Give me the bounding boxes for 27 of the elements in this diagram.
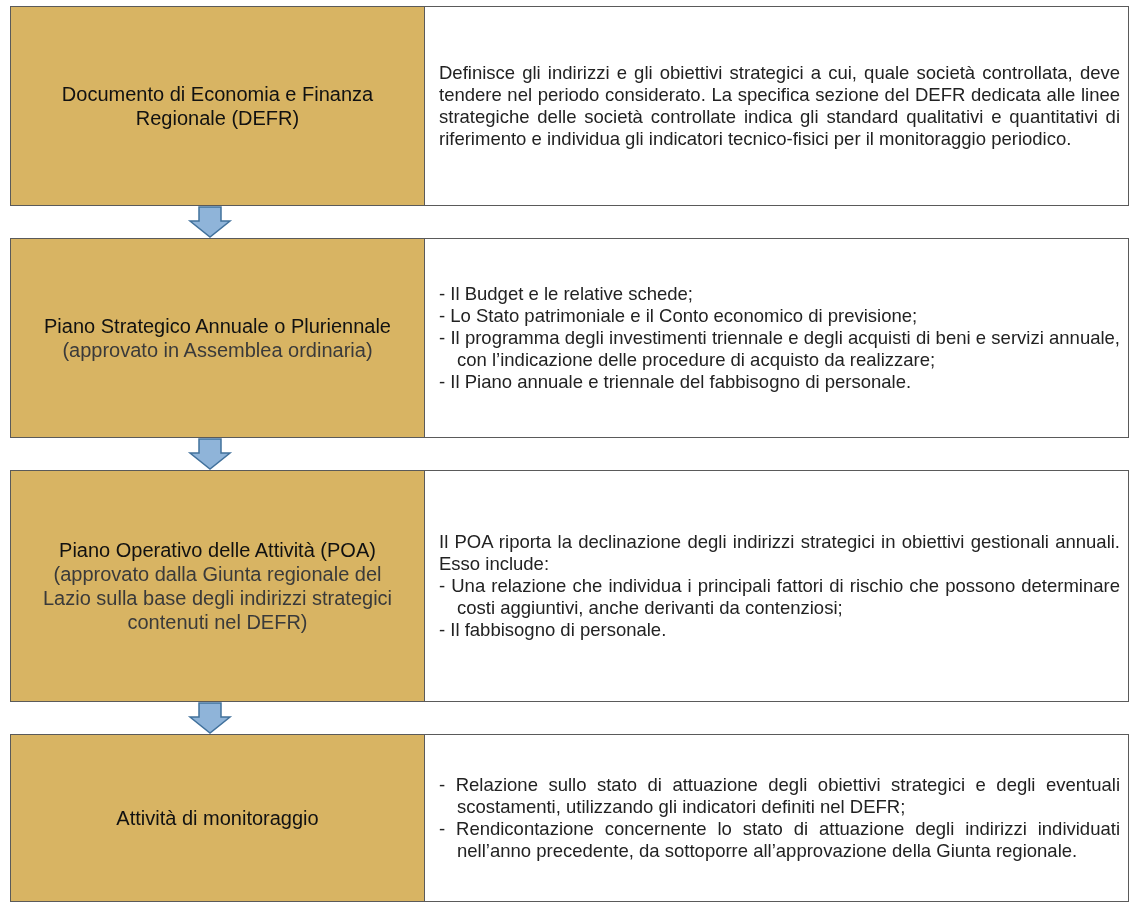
stage-title: Piano Operativo delle Attività (POA)	[59, 538, 376, 562]
stage-box	[10, 470, 425, 702]
list-item: - Lo Stato patrimoniale e il Conto economico di previsione;	[439, 305, 919, 327]
paragraph: Il POA riporta la declinazione degli indirizzi strategici in obiettivi gestionali annuali. Esso include:	[439, 531, 1120, 575]
paragraph: Definisce gli indirizzi e gli obiettivi strategici a cui, quale società controllata, deve tendere nel periodo considerato. La specifica sezione del DEFR dedicata alle linee strategiche delle società controllate indica gli standard qualitativi e quantitativi di riferimento e individua gli indicatori tecnico-fisici per il monitoraggio periodico.	[439, 62, 1120, 150]
stage-box	[10, 238, 425, 438]
description-box	[425, 238, 1129, 438]
down-arrow	[187, 438, 233, 470]
stage-title: Piano Strategico Annuale o Pluriennale	[44, 314, 391, 338]
list-item: - Il Budget e le relative schede;	[439, 283, 694, 305]
stage-note: (approvato in Assemblea ordinaria)	[62, 338, 373, 362]
list-item: - Una relazione che individua i principali fattori di rischio che possono determinare costi aggiuntivi, anche derivanti da contenziosi;	[439, 575, 1120, 619]
description-box	[425, 470, 1129, 702]
list-item: - Relazione sullo stato di attuazione degli obiettivi strategici e degli eventuali scostamenti, utilizzando gli indicatori definiti nel DEFR;	[439, 774, 1120, 818]
stage-title: Documento di Economia e Finanza Regionale (DEFR)	[60, 82, 375, 130]
list-item: - Il programma degli investimenti triennale e degli acquisti di beni e servizi annuale, con l’indicazione delle procedure di acquisto da realizzare;	[439, 327, 1120, 371]
description-box	[425, 734, 1129, 902]
list-item: - Il fabbisogno di personale.	[439, 619, 668, 641]
stage-title: Attività di monitoraggio	[116, 806, 319, 830]
list-item: - Rendicontazione concernente lo stato di attuazione degli indirizzi individuati nell’anno precedente, da sottoporre all’approvazione della Giunta regionale.	[439, 818, 1120, 862]
stage-box	[10, 6, 425, 206]
down-arrow	[187, 702, 233, 734]
stage-box	[10, 734, 425, 902]
stage-note: (approvato dalla Giunta regionale del Lazio sulla base degli indirizzi strategici contenuti nel DEFR)	[41, 562, 394, 634]
list-item: - Il Piano annuale e triennale del fabbisogno di personale.	[439, 371, 913, 393]
down-arrow	[187, 206, 233, 238]
description-box	[425, 6, 1129, 206]
